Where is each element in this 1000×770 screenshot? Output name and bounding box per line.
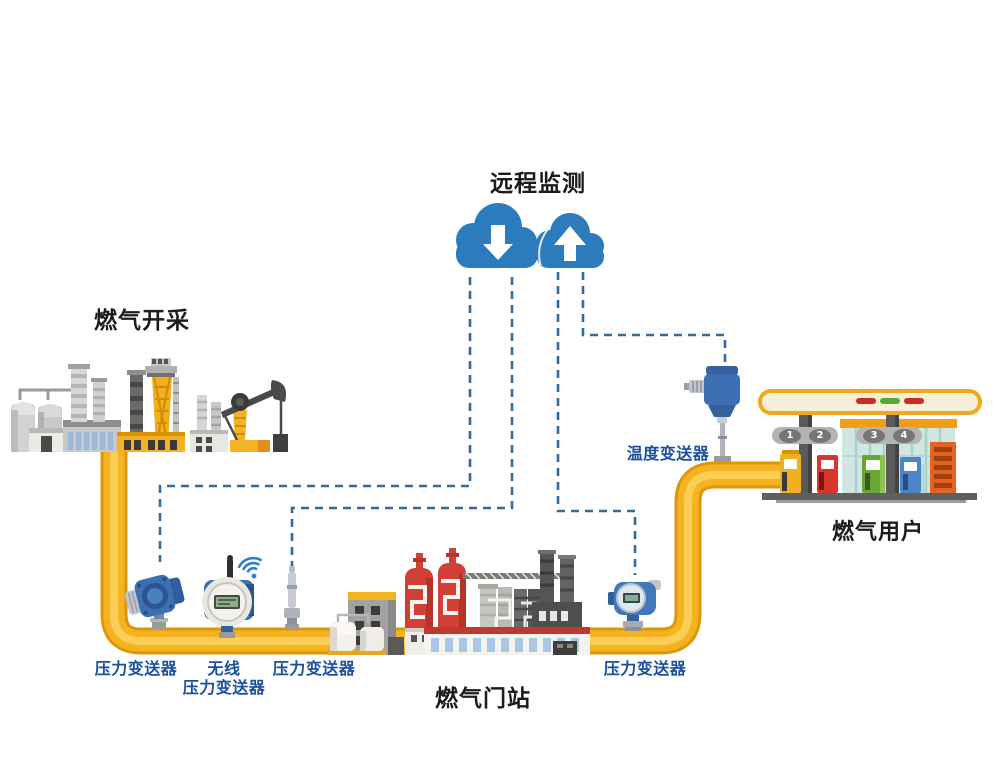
cloud-download-icon [456, 203, 538, 268]
pump-number-badge: 1 [779, 429, 801, 443]
sensor-label-pressure-3: 压力变送器 [603, 659, 687, 678]
sensor-label-pressure-2: 压力变送器 [272, 659, 356, 678]
data-link-pressure-1 [158, 277, 472, 562]
diagram-title: 远程监测 [490, 171, 586, 197]
pump-number-badge: 2 [809, 429, 831, 443]
wifi-signal-icon [237, 556, 262, 579]
fuel-pump-red [817, 455, 838, 493]
remote-monitoring-clouds [456, 203, 604, 268]
cloud-separation-line [538, 228, 549, 268]
sensor-label-pressure-1: 压力变送器 [94, 659, 178, 678]
data-link-pressure-2 [290, 277, 514, 583]
gas-station-illustration [758, 389, 982, 503]
fuel-pump-blue [900, 457, 921, 493]
sensor-label-temperature: 温度变送器 [626, 444, 710, 463]
section-label-users: 燃气用户 [831, 520, 925, 545]
gate-station-illustration [328, 548, 590, 655]
data-link-pressure-3 [556, 272, 637, 575]
pressure-transmitter-right-icon [608, 580, 661, 631]
pressure-transmitter-slim-icon [284, 566, 300, 630]
extraction-site-illustration [11, 358, 288, 452]
data-link-temperature [581, 272, 727, 362]
section-label-gate-station: 燃气门站 [435, 686, 531, 712]
sensor-label-wireless-line2: 压力变送器 [182, 678, 266, 697]
upload-arrow-icon [554, 226, 586, 261]
sensor-label-wireless-line1: 无线 [207, 659, 241, 678]
pumpjack-icon [221, 380, 288, 452]
temperature-transmitter-icon [684, 366, 740, 462]
fuel-pump-yellow [780, 450, 801, 493]
download-arrow-icon [483, 225, 513, 260]
pressure-transmitter-icon [125, 574, 185, 629]
wireless-pressure-transmitter-icon [202, 555, 254, 638]
section-label-extraction: 燃气开采 [94, 308, 190, 334]
pump-number-badge: 4 [893, 429, 915, 443]
fuel-pump-green [862, 455, 885, 493]
pump-number-badge: 3 [863, 429, 885, 443]
